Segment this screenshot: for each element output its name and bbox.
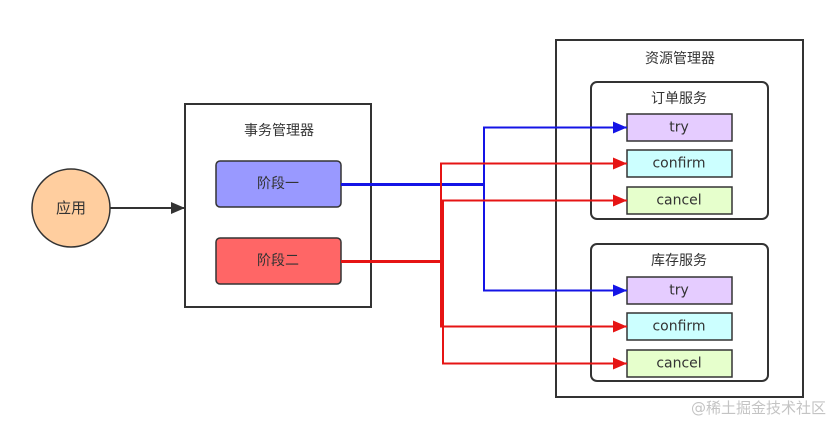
inventory-service: 库存服务 try confirm cancel (590, 243, 769, 382)
inventory-try-box (626, 276, 733, 305)
app-label: 应用 (56, 199, 86, 217)
phase-two-label: 阶段二 (257, 253, 299, 269)
inventory-confirm-box (626, 312, 733, 341)
transaction-manager: 事务管理器 阶段一 阶段二 (184, 103, 372, 308)
order-confirm-box (626, 149, 733, 178)
order-confirm-label: confirm (652, 156, 705, 172)
phase-two-node: 阶段二 (215, 237, 342, 285)
order-service-title: 订单服务 (651, 91, 707, 107)
order-service: 订单服务 try confirm cancel (590, 81, 769, 220)
order-cancel-box (626, 186, 733, 215)
order-try-label: try (669, 120, 689, 136)
inventory-service-title: 库存服务 (651, 253, 707, 269)
resource-manager-title: 资源管理器 (645, 51, 715, 67)
phase-one-node: 阶段一 (215, 160, 342, 208)
phase-one-label: 阶段一 (257, 176, 299, 192)
order-try-box (626, 113, 733, 142)
order-cancel-label: cancel (656, 193, 701, 209)
inventory-cancel-box (626, 349, 733, 378)
resource-manager: 资源管理器 订单服务 try confirm cancel 库存服务 try c… (555, 39, 804, 398)
phase-two-to-inventory-cancel-arrow (341, 261, 627, 370)
phase-one-to-inventory-try-arrow (341, 184, 627, 297)
inventory-cancel-label: cancel (656, 356, 701, 372)
app-node: 应用 (31, 168, 111, 248)
inventory-confirm-label: confirm (652, 319, 705, 335)
watermark-text: @稀土掘金技术社区 (691, 399, 826, 417)
inventory-try-label: try (669, 283, 689, 299)
transaction-manager-title: 事务管理器 (244, 123, 314, 139)
